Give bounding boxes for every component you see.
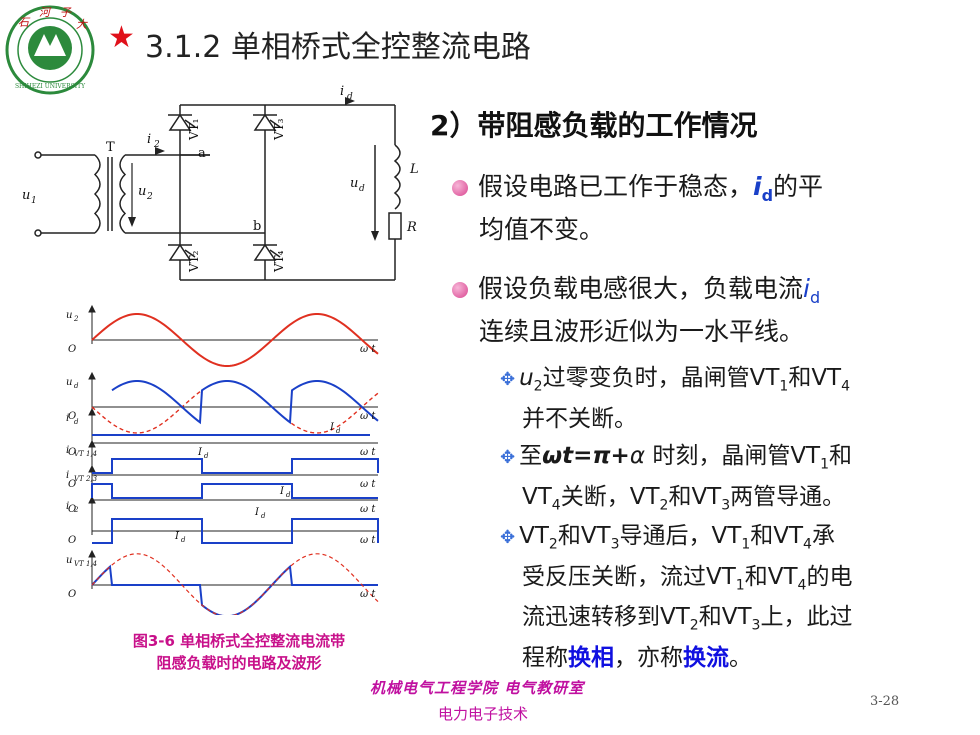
axis-time-label: ω t [360,411,376,422]
row-label: u [66,377,72,388]
i2-level-label: I [254,507,260,518]
svg-text:子: 子 [60,6,72,19]
svg-text:大: 大 [76,18,88,31]
axis-time-label: ω t [360,504,376,515]
svg-text:河: 河 [39,6,52,19]
svg-text:石: 石 [18,16,31,29]
ivt14-waveform [92,458,379,474]
axis-arrow [88,371,96,380]
svg-text:u: u [22,188,30,203]
axis-arrow [88,495,96,504]
svg-text:1: 1 [31,196,37,206]
axis-arrow [88,439,96,448]
svg-text:T: T [106,140,115,155]
axis-origin-label: O [68,411,76,422]
svg-text:a: a [198,146,206,161]
svg-text:2: 2 [146,192,153,202]
row-label: u [66,555,72,566]
diamond-bullet-icon: ✥ [500,369,516,390]
uvt14-waveform [91,564,378,615]
axis-time-label: ω t [360,535,376,546]
svg-text:VT₄: VT₄ [272,250,286,273]
i2-level2-label: I [174,531,180,542]
ivt23-level-label: I [279,486,285,497]
i2-level2-sub: d [181,536,186,544]
i2-level-sub: d [261,512,266,520]
diamond-bullet-icon: ✥ [500,527,516,548]
page-number: 3-28 [870,694,900,709]
uvt14-dashed-waveform [91,553,379,615]
row-label: i [66,413,69,424]
axis-origin-label: O [68,504,76,515]
row-label: i [66,470,69,481]
axis-time-label: ω t [360,479,376,490]
axis-origin-label: O [68,344,76,355]
i2-waveform [92,518,379,544]
svg-text:i: i [340,85,344,99]
svg-text:L: L [409,162,419,177]
u2-waveform [91,313,379,367]
row-label-sub: d [74,418,79,426]
id-level-label: I [329,422,335,433]
subbullet-alpha-moment: ✥至ωt=π+α 时刻，晶闸管VT1和 VT4关断，VT2和VT3两管导通。 [500,443,853,514]
bullet-dot-icon [452,282,468,298]
row-label-sub: 2 [73,315,79,323]
svg-text:b: b [253,219,261,234]
axis-arrow [88,407,96,416]
ivt14-level-sub: d [204,452,209,460]
row-label: i [66,445,69,456]
title-star: ★ [108,20,135,55]
row-label-sub: d [74,382,79,390]
subbullet-commutation: ✥VT2和VT3导通后，VT1和VT4承 受反压关断，流过VT1和VT4的电 流… [500,523,853,671]
axis-time-label: ω t [360,589,376,600]
id-level-sub: d [336,427,341,435]
svg-text:VT₃: VT₃ [272,118,286,141]
figure-caption: 图3-6 单相桥式全控整流电流带 阻感负载时的电路及波形 [132,632,346,672]
axis-arrow [88,549,96,558]
axis-origin-label: O [68,589,76,600]
svg-text:VT₂: VT₂ [187,250,201,273]
svg-text:1949: 1949 [42,61,57,68]
axis-arrow [88,464,96,473]
row-label: u [66,310,72,321]
svg-text:SHIHEZI UNIVERSITY: SHIHEZI UNIVERSITY [15,83,86,90]
page-title: 3.1.2 单相桥式全控整流电路 [145,30,531,65]
row-label: i [66,501,69,512]
axis-origin-label: O [68,447,76,458]
row-label-sub: VT 1,4 [74,450,97,458]
svg-text:u: u [350,176,358,191]
ud-waveform [111,380,379,425]
row-label-sub: 2 [73,506,79,514]
axis-origin-label: O [68,479,76,490]
svg-text:i: i [147,132,151,147]
bullet-steady-state: 假设电路已工作于稳态，id的平 均值不变。 [452,170,962,247]
section-subtitle: 2）带阻感负载的工作情况 [430,109,758,142]
svg-text:d: d [359,184,365,194]
footer-course: 电力电子技术 [438,705,529,723]
svg-text:u: u [138,184,146,199]
axis-origin-label: O [68,535,76,546]
bullet-dot-icon [452,180,468,196]
row-label-sub: VT 2,3 [74,475,98,483]
ivt14-level-label: I [197,447,203,458]
svg-text:VT₁: VT₁ [187,119,201,141]
svg-text:R: R [406,220,417,235]
diamond-bullet-icon: ✥ [500,447,516,468]
axis-time-label: ω t [360,447,376,458]
ivt23-waveform [91,483,378,499]
axis-time-label: ω t [360,344,376,355]
bullet-large-inductance: 假设负载电感很大，负载电流id 连续且波形近似为一水平线。 [452,272,962,349]
row-label-sub: VT 1,4 [74,560,97,568]
ivt23-level-sub: d [286,491,291,499]
subbullet-zero-crossing: ✥u2过零变负时，晶闸管VT1和VT4 并不关断。 [500,365,851,432]
footer-department: 机械电气工程学院 电气教研室 [370,679,585,697]
svg-text:d: d [347,92,353,102]
university-seal-icon: 1949 SHIHEZI UNIVERSITY 石 河 子 大 [5,5,95,95]
axis-arrow [88,304,96,313]
svg-text:2: 2 [153,140,160,150]
